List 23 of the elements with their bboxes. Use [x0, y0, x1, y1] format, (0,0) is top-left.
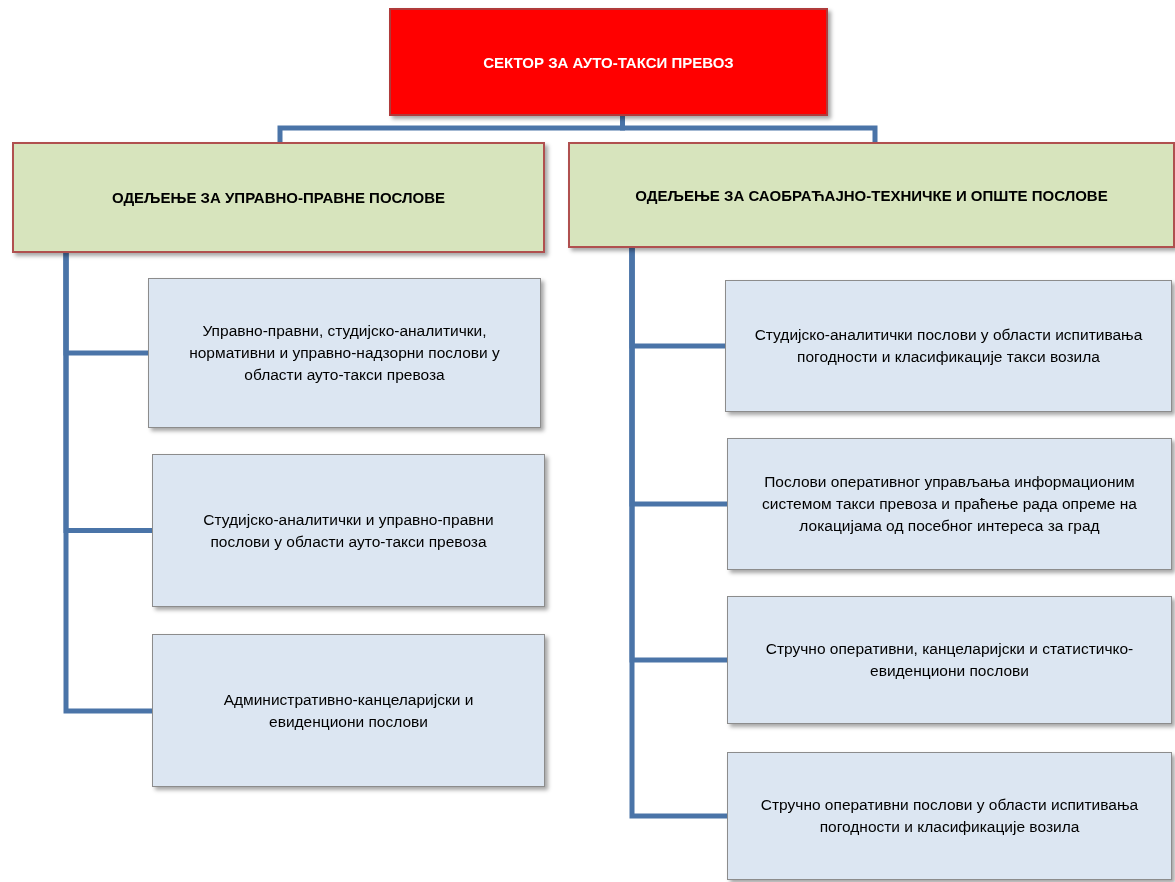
unit-box — [725, 280, 1172, 412]
box-label: Управно-правни, студијско-аналитички, нормативни и управно-надзорни послови у области ауто-такси превоза — [188, 321, 501, 385]
box-label: Административно-канцеларијски и евиденциони послови — [222, 689, 475, 732]
sector-box — [389, 8, 828, 116]
unit-box — [152, 454, 545, 607]
box-label: ОДЕЉЕЊЕ ЗА УПРАВНО-ПРАВНЕ ПОСЛОВЕ — [111, 189, 446, 206]
box-label: Стручно оперативни послови у области испитивања погодности и класификације возила — [759, 795, 1140, 837]
department-box — [568, 142, 1175, 248]
department-box — [12, 142, 545, 253]
box-label: Студијско-аналитички послови у области испитивања погодности и класификације такси возила — [753, 325, 1144, 367]
unit-box — [152, 634, 545, 787]
connector-line — [629, 248, 727, 819]
connector-line — [620, 116, 878, 142]
box-label: Студијско-аналитички и управно-правни послови у области ауто-такси превоза — [202, 509, 495, 552]
unit-box — [148, 278, 541, 428]
box-label: Стручно оперативни, канцеларијски и статистичко-евиденциони послови — [764, 639, 1135, 681]
box-label: СЕКТОР ЗА АУТО-ТАКСИ ПРЕВОЗ — [483, 53, 734, 71]
connector-line — [63, 253, 152, 714]
box-label: ОДЕЉЕЊЕ ЗА САОБРАЋАЈНО-ТЕХНИЧКЕ И ОПШТЕ ПОСЛОВЕ — [635, 186, 1108, 204]
unit-box — [727, 438, 1172, 570]
box-label: Послови оперативног управљања информационим системом такси превоза и праћење рада опреме на локацијама од посебног интереса за град — [761, 472, 1138, 536]
unit-box — [727, 596, 1172, 724]
unit-box — [727, 752, 1172, 880]
